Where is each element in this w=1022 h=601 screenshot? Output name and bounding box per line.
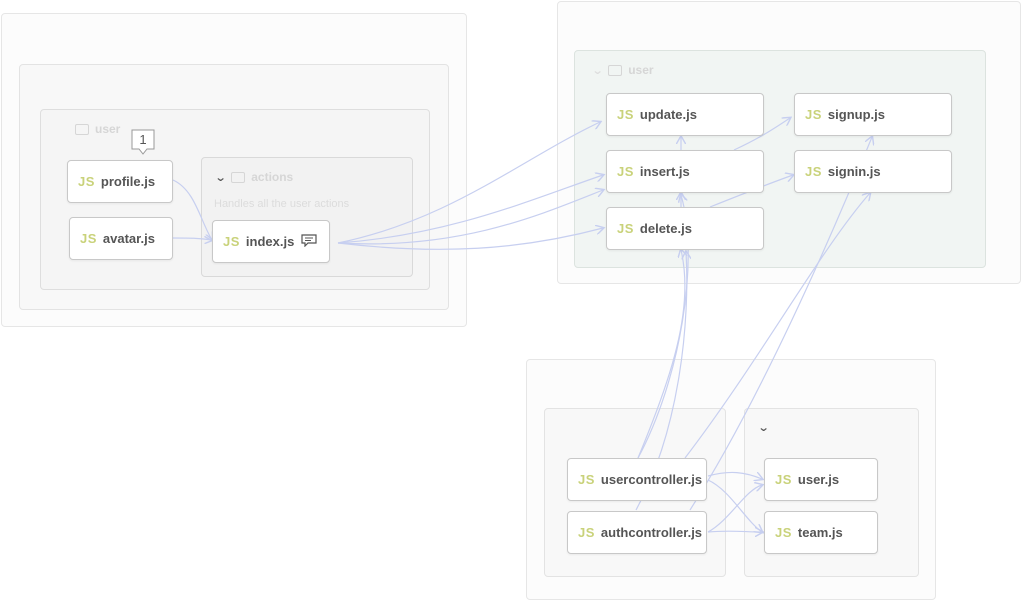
file-name: insert.js — [639, 164, 690, 179]
file-node-profile[interactable]: JS profile.js — [67, 160, 173, 203]
file-name: team.js — [797, 525, 843, 540]
js-file-icon: JS — [617, 107, 634, 122]
chevron-down-icon[interactable]: ⌄ — [757, 422, 770, 434]
file-node-avatar[interactable]: JS avatar.js — [69, 217, 173, 260]
chevron-down-icon[interactable]: ⌄ — [591, 64, 604, 77]
edge-index-insert — [337, 175, 603, 244]
file-name: signup.js — [827, 107, 885, 122]
user-folder-left-label: user — [75, 122, 120, 136]
js-file-icon: JS — [578, 472, 595, 487]
file-node-signin[interactable]: JS signin.js — [794, 150, 952, 193]
folder-icon — [231, 171, 246, 183]
file-node-delete[interactable]: JS delete.js — [606, 207, 764, 250]
comment-count-badge[interactable]: 1 — [131, 129, 155, 155]
file-name: profile.js — [100, 174, 156, 189]
file-name: index.js — [245, 234, 295, 249]
js-file-icon: JS — [617, 221, 634, 236]
file-node-user[interactable]: JS user.js — [764, 458, 878, 501]
edge-avatar-index — [172, 238, 212, 240]
js-file-icon: JS — [223, 234, 240, 249]
file-node-team[interactable]: JS team.js — [764, 511, 878, 554]
js-file-icon: JS — [617, 164, 634, 179]
edge-authcontroller-team — [707, 531, 762, 532]
chevron-down-icon[interactable]: ⌄ — [214, 171, 227, 184]
edge-usercontroller-user — [707, 472, 762, 479]
file-node-signup[interactable]: JS signup.js — [794, 93, 952, 136]
js-file-icon: JS — [805, 164, 822, 179]
js-file-icon: JS — [578, 525, 595, 540]
edge-usercontroller-signin — [684, 193, 870, 459]
edge-index-update — [337, 122, 600, 244]
js-file-icon: JS — [775, 525, 792, 540]
actions-label: ⌄ actions — [214, 170, 294, 184]
actions-description: Handles all the user actions — [214, 198, 350, 210]
file-node-authcontroller[interactable]: JS authcontroller.js — [567, 511, 707, 554]
file-name: user.js — [797, 472, 840, 487]
user-folder-right-label: ⌄ user — [591, 63, 654, 77]
file-name: delete.js — [639, 221, 692, 236]
file-name: avatar.js — [102, 231, 155, 246]
js-file-icon: JS — [80, 231, 97, 246]
file-name: usercontroller.js — [600, 472, 703, 487]
edge-usercontroller-team — [707, 479, 762, 532]
js-file-icon: JS — [775, 472, 792, 487]
js-file-icon: JS — [78, 174, 95, 189]
edge-index-insert2 — [337, 190, 603, 245]
file-node-index[interactable]: JS index.js — [212, 220, 330, 263]
edge-profile-index — [172, 179, 212, 240]
edge-insert-signup — [733, 118, 790, 151]
js-file-icon: JS — [805, 107, 822, 122]
comment-icon[interactable] — [301, 234, 317, 247]
edge-authcontroller-user — [707, 485, 762, 533]
folder-icon — [608, 64, 623, 76]
file-node-update[interactable]: JS update.js — [606, 93, 764, 136]
file-node-usercontroller[interactable]: JS usercontroller.js — [567, 458, 707, 501]
folder-icon — [75, 123, 89, 135]
file-name: authcontroller.js — [600, 525, 703, 540]
file-name: signin.js — [827, 164, 881, 179]
badge-shape-icon — [131, 129, 155, 155]
edge-index-delete — [337, 228, 603, 250]
file-name: update.js — [639, 107, 697, 122]
edge-usercontroller-delete — [637, 250, 685, 459]
models-label: ⌄ — [757, 421, 770, 434]
file-node-insert[interactable]: JS insert.js — [606, 150, 764, 193]
